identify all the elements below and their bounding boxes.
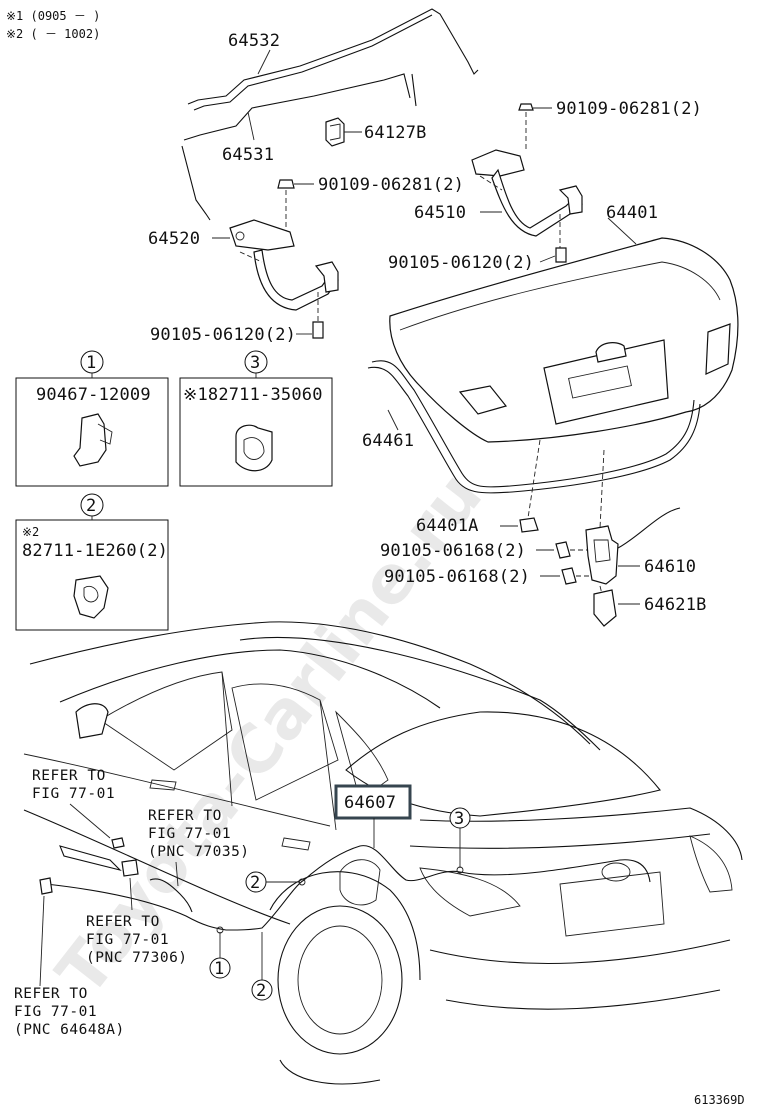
part-64532[interactable]: 64532 [228, 31, 280, 51]
inset-2-part[interactable]: 82711-1E260(2) [22, 541, 168, 561]
part-64607-box [334, 784, 412, 820]
refer-4-line-2: FIG 77-01 [14, 1004, 97, 1020]
refer-1-line-2: FIG 77-01 [32, 786, 115, 802]
clip-82711-1e260-drawing [73, 575, 109, 619]
inset-1-part[interactable]: 90467-12009 [36, 385, 151, 405]
part-64531[interactable]: 64531 [222, 145, 274, 165]
lock-64610-drawing [585, 449, 681, 585]
weatherstrip-64461-drawing [367, 360, 701, 494]
part-64461[interactable]: 64461 [362, 431, 414, 451]
part-90105-06168-upper[interactable]: 90105-06168(2) [380, 541, 526, 561]
clip-82711-35060-drawing [235, 424, 273, 472]
part-90105-06168-lower[interactable]: 90105-06168(2) [384, 567, 530, 587]
clip-64127b-drawing [325, 117, 345, 147]
refer-3-line-2: FIG 77-01 [86, 932, 169, 948]
refer-label-2[interactable]: REFER TO FIG 77-01 (PNC 77035) [148, 808, 250, 860]
refer-2-line-3: (PNC 77035) [148, 844, 250, 860]
refer-2-line-1: REFER TO [148, 808, 222, 824]
callout-2b[interactable]: 2 [256, 981, 266, 1001]
part-90105-left[interactable]: 90105-06120(2) [150, 325, 296, 345]
part-90105-right[interactable]: 90105-06120(2) [388, 253, 534, 273]
diagram-id: 613369D [694, 1093, 745, 1107]
part-64621b[interactable]: 64621B [644, 595, 707, 615]
refer-3-line-3: (PNC 77306) [86, 950, 188, 966]
part-64401[interactable]: 64401 [606, 203, 658, 223]
note-2: ※2 ( － 1002) [6, 27, 100, 41]
part-64127b[interactable]: 64127B [364, 123, 427, 143]
refer-3-line-1: REFER TO [86, 914, 160, 930]
clip-90467-drawing [73, 413, 113, 467]
part-90109-upper[interactable]: 90109-06281(2) [556, 99, 702, 119]
part-64401a[interactable]: 64401A [416, 516, 479, 536]
torsion-bars-drawing [181, 8, 479, 221]
inset-2-note: ※2 [22, 525, 39, 539]
refer-label-4[interactable]: REFER TO FIG 77-01 (PNC 64648A) [14, 986, 125, 1038]
callout-2a[interactable]: 2 [250, 873, 260, 893]
bolt-90105-left-drawing [312, 321, 324, 339]
hinge-64510-drawing [471, 149, 583, 252]
inset-1-number: 1 [86, 353, 96, 373]
trunk-lid-64401-drawing [389, 237, 739, 443]
callout-3[interactable]: 3 [454, 809, 464, 829]
part-90109-middle[interactable]: 90109-06281(2) [318, 175, 464, 195]
striker-64621b-drawing [593, 589, 617, 627]
part-64510[interactable]: 64510 [414, 203, 466, 223]
inset-2-number: 2 [86, 496, 96, 516]
part-64610[interactable]: 64610 [644, 557, 696, 577]
refer-4-line-3: (PNC 64648A) [14, 1022, 125, 1038]
refer-label-3[interactable]: REFER TO FIG 77-01 (PNC 77306) [86, 914, 188, 966]
refer-4-line-1: REFER TO [14, 986, 88, 1002]
refer-1-line-1: REFER TO [32, 768, 106, 784]
refer-2-line-2: FIG 77-01 [148, 826, 231, 842]
bolt-90109-middle-drawing [277, 179, 295, 189]
note-1: ※1 (0905 － ) [6, 9, 100, 23]
bolts-90105-06168-drawing [555, 541, 592, 585]
part-64520[interactable]: 64520 [148, 229, 200, 249]
callout-1[interactable]: 1 [214, 959, 224, 979]
part-64607[interactable]: 64607 [344, 793, 396, 813]
bumper-64401a-drawing [519, 517, 539, 533]
refer-label-1[interactable]: REFER TO FIG 77-01 [32, 768, 115, 802]
inset-3-part[interactable]: ※182711-35060 [183, 385, 323, 405]
inset-3-number: 3 [250, 353, 260, 373]
car-body-drawing [23, 621, 743, 1085]
hinge-64520-drawing [229, 219, 339, 326]
bolt-90105-right-drawing [555, 247, 567, 263]
bolt-90109-upper-drawing [518, 103, 534, 111]
